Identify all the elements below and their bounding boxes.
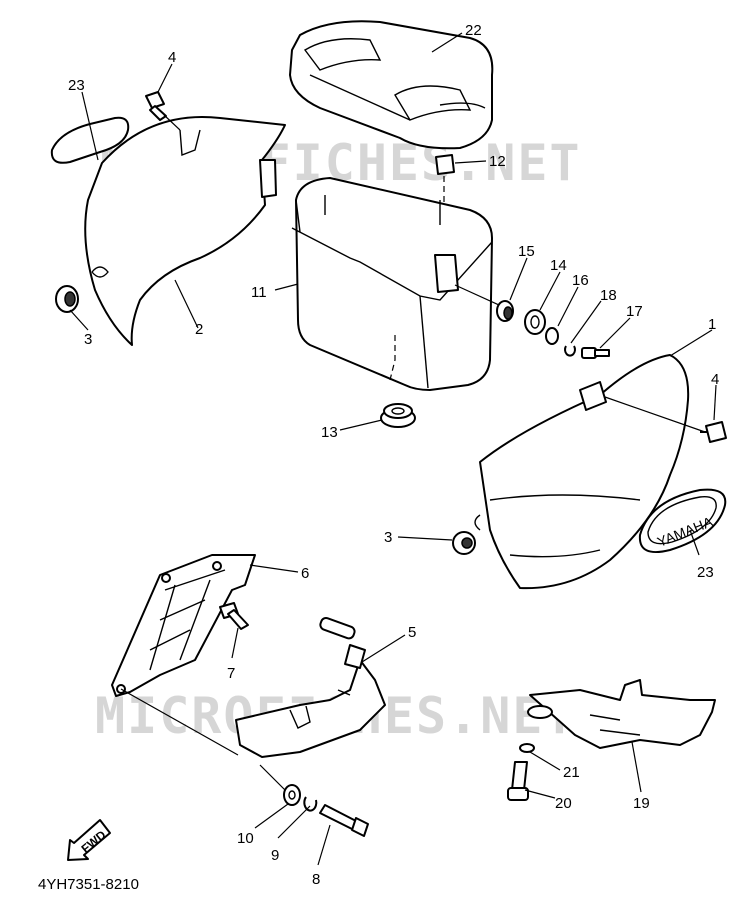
part-12-clip — [435, 154, 455, 175]
callout-15: 15 — [518, 243, 535, 260]
callout-23-right: 23 — [697, 564, 714, 581]
part-16-washer — [545, 327, 559, 345]
callout-6: 6 — [301, 565, 309, 582]
assembly-line-4-right — [604, 396, 706, 433]
part-15-collar — [496, 300, 514, 322]
callout-8: 8 — [312, 871, 320, 888]
assembly-line-6 — [120, 688, 239, 756]
callout-21: 21 — [563, 764, 580, 781]
part-17-bolt — [581, 347, 610, 359]
part-13-grommet — [380, 403, 416, 428]
assembly-line-4-left — [163, 114, 181, 131]
callout-4-right: 4 — [711, 371, 719, 388]
part-22-battery-cover — [289, 20, 494, 150]
callout-9: 9 — [271, 847, 279, 864]
callout-10: 10 — [237, 830, 254, 847]
callout-19: 19 — [633, 795, 650, 812]
callout-14: 14 — [550, 257, 567, 274]
assembly-line-8 — [259, 764, 286, 791]
part-1-right-side-cover — [474, 354, 690, 590]
part-21-washer — [519, 743, 535, 753]
part-11-battery-box — [291, 177, 493, 391]
callout-18: 18 — [600, 287, 617, 304]
callout-16: 16 — [572, 272, 589, 289]
callout-1: 1 — [708, 316, 716, 333]
callout-13: 13 — [321, 424, 338, 441]
callout-23-left: 23 — [68, 77, 85, 94]
part-5-stay — [235, 616, 386, 758]
callout-20: 20 — [555, 795, 572, 812]
callout-11: 11 — [251, 284, 267, 301]
part-14-damper — [524, 309, 546, 335]
part-7-bolt — [219, 602, 249, 630]
callout-7: 7 — [227, 665, 235, 682]
callout-3-right: 3 — [384, 529, 392, 546]
part-3-grommet-right — [452, 531, 476, 555]
part-4-bolt-left — [145, 91, 167, 121]
leader-lines — [69, 32, 717, 866]
callout-4-left: 4 — [168, 49, 176, 66]
part-20-bolt — [507, 761, 529, 801]
part-3-grommet-left — [55, 285, 79, 313]
callout-2: 2 — [195, 321, 203, 338]
callout-22: 22 — [465, 22, 482, 39]
callout-12: 12 — [489, 153, 506, 170]
part-10-washer — [283, 784, 301, 806]
part-23-emblem-left — [50, 116, 130, 164]
part-19-bracket — [527, 679, 716, 749]
part-8-bolt — [319, 804, 369, 837]
drawing-code: 4YH7351-8210 — [38, 876, 139, 893]
part-2-left-side-cover — [84, 116, 286, 346]
part-6-bracket — [111, 554, 256, 697]
assembly-line-13 — [389, 335, 396, 381]
part-4-bolt-right — [700, 421, 727, 443]
part-18-lock-washer — [564, 345, 576, 357]
callout-17: 17 — [626, 303, 643, 320]
fwd-arrow-icon: FWD — [67, 819, 111, 861]
part-9-lock-washer — [303, 796, 318, 812]
callout-5: 5 — [408, 624, 416, 641]
callout-3-left: 3 — [84, 331, 92, 348]
